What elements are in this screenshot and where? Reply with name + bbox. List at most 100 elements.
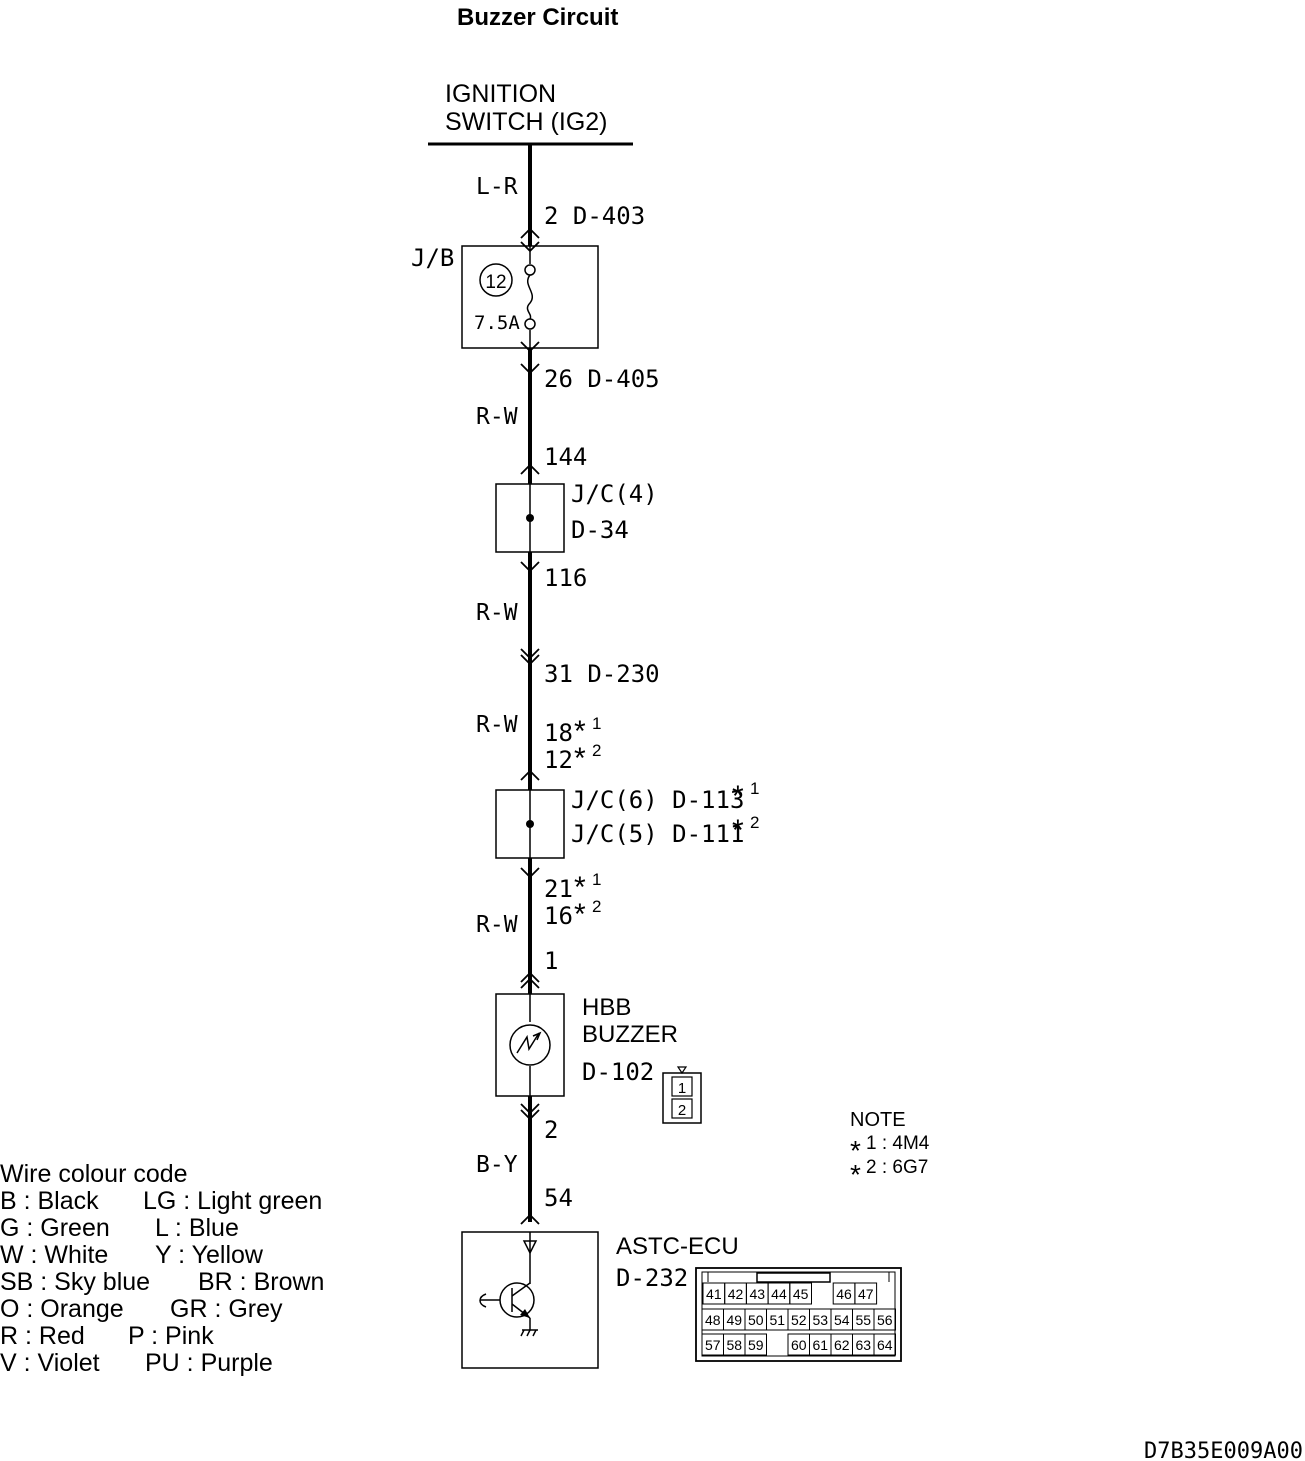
wire-color-label: R-W (476, 600, 518, 626)
ignition-switch-label-line2: SWITCH (IG2) (445, 108, 608, 136)
wire-color-label: B-Y (476, 1152, 518, 1178)
legend-item: R : Red (0, 1322, 85, 1350)
ecu-pin-number: 46 (836, 1286, 852, 1302)
note-line-1: 1 : 4M4 (866, 1133, 930, 1154)
asterisk-marker: * (732, 814, 744, 847)
asterisk-marker: * (850, 1135, 861, 1166)
buzzer-pin-2: 2 (678, 1102, 686, 1119)
ecu-pin-number: 58 (726, 1337, 742, 1353)
ecu-pin-number: 51 (769, 1312, 785, 1328)
marker-number: 2 (592, 741, 601, 760)
buzzer-sound-icon (516, 1031, 542, 1054)
pin-label: 12 (544, 746, 573, 774)
junction-block-box (461, 245, 599, 349)
figure-code: D7B35E009A00 (1144, 1439, 1303, 1461)
ecu-pin-number: 45 (793, 1286, 809, 1302)
asterisk-marker: * (574, 871, 586, 904)
legend-item: G : Green (0, 1214, 110, 1242)
ecu-pin-cell (744, 1333, 767, 1356)
ecu-pin-number: 44 (771, 1286, 787, 1302)
fuse-rating: 7.5A (474, 312, 520, 334)
pin-label: 21 (544, 875, 573, 903)
ecu-pin-cell (854, 1282, 878, 1305)
junction-dot-icon (526, 514, 534, 522)
junction-dot-icon (526, 820, 534, 828)
joint-connector-4-label: J/C(4) (571, 480, 658, 508)
pin-label: 26 D-405 (544, 365, 660, 393)
note-heading: NOTE (850, 1109, 906, 1131)
emitter-arrow-icon (520, 1309, 530, 1318)
pin-label: 18 (544, 719, 573, 747)
pin-label: 54 (544, 1184, 573, 1212)
asterisk-marker: * (574, 898, 586, 931)
buzzer-label-line1: HBB (582, 994, 631, 1021)
asterisk-marker: * (850, 1159, 861, 1190)
marker-number: 1 (592, 714, 601, 733)
ecu-pin-number: 56 (877, 1312, 893, 1328)
marker-number: 1 (592, 870, 601, 889)
fuse-number-circle (479, 263, 513, 297)
asterisk-marker: * (574, 715, 586, 748)
asterisk-marker: * (732, 780, 744, 813)
pin-label: 2 (544, 1116, 558, 1144)
ecu-name: ASTC-ECU (616, 1233, 739, 1260)
buzzer-connector-code: D-102 (582, 1058, 654, 1086)
marker-number: 2 (592, 897, 601, 916)
ecu-pin-number: 62 (834, 1337, 850, 1353)
wire-color-label: L-R (476, 174, 518, 200)
ecu-pin-number: 59 (748, 1337, 764, 1353)
asterisk-marker: * (574, 742, 586, 775)
ecu-connector-code: D-232 (616, 1264, 688, 1292)
legend-item: BR : Brown (198, 1268, 324, 1296)
ecu-pin-number: 64 (877, 1337, 893, 1353)
fuse-number: 12 (485, 272, 506, 293)
legend-item: P : Pink (128, 1322, 214, 1350)
legend-item: SB : Sky blue (0, 1268, 150, 1296)
pin-label: 16 (544, 902, 573, 930)
joint-connector-5-label: J/C(5) D-111 (571, 820, 744, 848)
marker-number: 2 (750, 813, 759, 832)
fuse-icon (524, 264, 536, 330)
ignition-switch-label-line1: IGNITION (445, 80, 556, 108)
buzzer-box (495, 993, 565, 1097)
legend-item: GR : Grey (170, 1295, 283, 1323)
ecu-pin-number: 53 (812, 1312, 828, 1328)
marker-number: 1 (750, 779, 759, 798)
ecu-pin-number: 42 (728, 1286, 744, 1302)
buzzer-label-line2: BUZZER (582, 1021, 678, 1048)
legend-item: O : Orange (0, 1295, 124, 1323)
joint-connector-6-5-box (495, 789, 565, 859)
buzzer-pin-1: 1 (678, 1080, 686, 1097)
legend-rows: B : Black LG : Light green G : Green L :… (0, 1187, 324, 1377)
ecu-pin-number: 41 (706, 1286, 722, 1302)
buzzer-icon (509, 1024, 551, 1066)
ecu-box (461, 1231, 599, 1369)
ecu-pin-number: 43 (749, 1286, 765, 1302)
legend-item: PU : Purple (145, 1349, 273, 1377)
legend-item: W : White (0, 1241, 108, 1269)
ecu-pin-number: 47 (858, 1286, 874, 1302)
pin-label: 116 (544, 564, 587, 592)
ecu-pin-number: 61 (812, 1337, 828, 1353)
ecu-pin-cell (873, 1333, 896, 1356)
junction-block-label: J/B (411, 244, 454, 272)
ecu-pin-number: 54 (834, 1312, 850, 1328)
joint-connector-4-box (495, 483, 565, 553)
ecu-pin-number: 60 (791, 1337, 807, 1353)
ecu-pin-number: 48 (705, 1312, 721, 1328)
wire-color-label: R-W (476, 912, 518, 938)
ecu-pin-cell (789, 1282, 812, 1305)
ecu-pin-cell (873, 1308, 896, 1331)
legend-item: LG : Light green (143, 1187, 322, 1215)
ecu-pin-number: 49 (726, 1312, 742, 1328)
legend-item: B : Black (0, 1187, 99, 1215)
diagram-title: Buzzer Circuit (457, 4, 618, 31)
legend-item: L : Blue (155, 1214, 239, 1242)
note-line-2: 2 : 6G7 (866, 1157, 928, 1178)
joint-connector-4-code: D-34 (571, 516, 629, 544)
ecu-pin-number: 63 (855, 1337, 871, 1353)
joint-connector-6-label: J/C(6) D-113 (571, 786, 744, 814)
ecu-pin-number: 52 (791, 1312, 807, 1328)
